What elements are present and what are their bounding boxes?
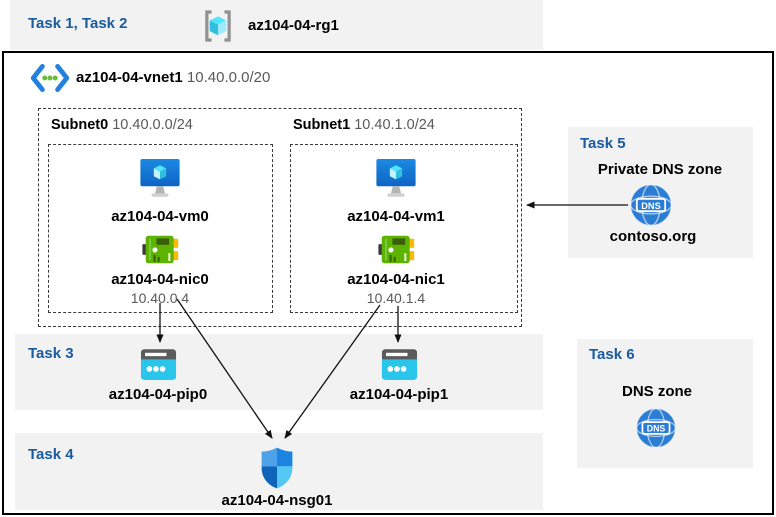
nic1-icon <box>378 235 415 264</box>
subnet1-box <box>290 144 518 313</box>
dns-zone-icon: DNS <box>635 407 677 449</box>
vm1-label: az104-04-vm1 <box>347 208 445 225</box>
dns-icon-text: DNS <box>641 201 660 211</box>
pip0-icon <box>140 349 177 380</box>
nic0-label: az104-04-nic0 <box>111 271 209 288</box>
dns-zone-title: DNS zone <box>621 383 692 400</box>
nsg-icon <box>261 447 293 489</box>
subnet1-title: Subnet1 10.40.1.0/24 <box>293 117 435 133</box>
nic1-label: az104-04-nic1 <box>347 271 445 288</box>
subnet0-cidr: 10.40.0.0/24 <box>112 117 193 133</box>
task3-band: Task 3 <box>15 334 543 410</box>
task12-label: Task 1, Task 2 <box>28 15 128 32</box>
nic0-ip: 10.40.0.4 <box>130 290 190 306</box>
subnet0-name: Subnet0 <box>51 117 109 133</box>
task6-label: Task 6 <box>589 346 635 363</box>
task6-panel: Task 6 DNS zone <box>577 339 753 468</box>
task3-label: Task 3 <box>28 345 74 362</box>
nic0-icon <box>142 235 179 264</box>
vnet-icon <box>30 64 70 92</box>
vnet-name: az104-04-vnet1 <box>76 69 183 86</box>
vnet-title: az104-04-vnet1 10.40.0.0/20 <box>76 69 270 86</box>
dns-icon-text: DNS <box>647 424 666 434</box>
rg-name-label: az104-04-rg1 <box>248 17 339 34</box>
pip1-icon <box>381 349 418 380</box>
task5-label: Task 5 <box>580 135 626 152</box>
private-dns-zone-icon: DNS <box>629 183 673 227</box>
pip0-label: az104-04-pip0 <box>108 386 208 403</box>
vm0-icon <box>140 159 180 197</box>
task4-label: Task 4 <box>28 446 74 463</box>
pip1-label: az104-04-pip1 <box>349 386 449 403</box>
vnet-cidr: 10.40.0.0/20 <box>186 69 271 86</box>
subnet1-name: Subnet1 <box>293 117 351 133</box>
contoso-zone-label: contoso.org <box>609 228 697 245</box>
resource-group-icon <box>205 10 231 42</box>
subnet0-title: Subnet0 10.40.0.0/24 <box>51 117 193 133</box>
subnet1-cidr: 10.40.1.0/24 <box>354 117 435 133</box>
subnets-container <box>38 108 522 327</box>
private-dns-zone-title: Private DNS zone <box>597 161 723 178</box>
nsg-label: az104-04-nsg01 <box>221 492 333 509</box>
task12-band: Task 1, Task 2 <box>10 0 543 50</box>
vm0-label: az104-04-vm0 <box>111 208 209 225</box>
vm1-icon <box>376 159 416 197</box>
nic1-ip: 10.40.1.4 <box>366 290 426 306</box>
